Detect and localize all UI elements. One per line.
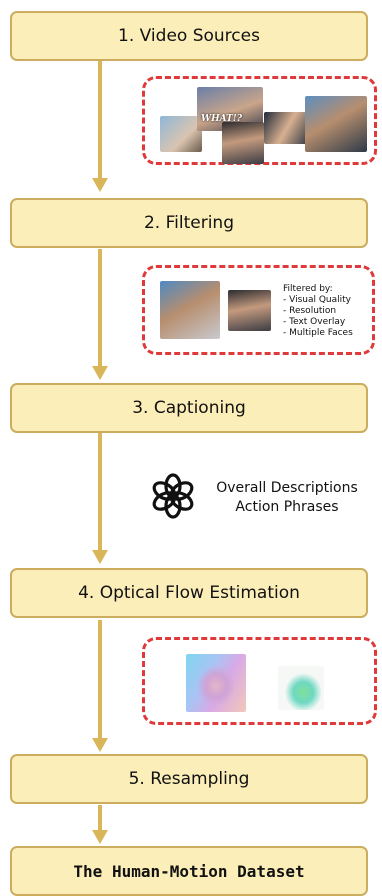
caption-types: Overall Descriptions Action Phrases [197,479,377,517]
filter-criteria-list: Filtered by: - Visual Quality - Resoluti… [283,284,353,339]
step-label: 2. Filtering [143,213,234,233]
step-optical-flow: 4. Optical Flow Estimation [10,568,368,618]
video-thumbnail [305,96,367,152]
video-thumbnail [160,116,202,152]
filter-criterion: - Resolution [283,306,337,316]
step-label: 4. Optical Flow Estimation [78,583,300,603]
caption-line: Overall Descriptions [216,480,358,496]
caption-line: Action Phrases [235,499,339,515]
step-label: 3. Captioning [132,398,246,418]
optical-flow-map [278,666,324,710]
final-label: The Human-Motion Dataset [73,861,305,881]
filter-criterion: - Text Overlay [283,317,346,327]
video-thumbnail [222,122,264,164]
optical-flow-panel [142,637,377,725]
final-dataset-box: The Human-Motion Dataset [10,846,368,896]
step-filtering: 2. Filtering [10,198,368,248]
overlay-text: WHAT!? [201,114,243,124]
openai-logo-icon [152,473,194,519]
step-label: 1. Video Sources [118,26,260,46]
filter-title: Filtered by: [283,284,333,294]
step-video-sources: 1. Video Sources [10,11,368,61]
connector-arrows [92,60,108,844]
step-captioning: 3. Captioning [10,383,368,433]
filtered-thumbnail [160,281,220,339]
step-label: 5. Resampling [128,769,250,789]
filter-criterion: - Visual Quality [283,295,351,305]
step-resampling: 5. Resampling [10,754,368,804]
filtering-panel [142,265,375,355]
optical-flow-map [186,654,246,712]
filter-criterion: - Multiple Faces [283,328,353,338]
video-thumbnail [264,112,310,144]
filtered-thumbnail [228,290,271,331]
